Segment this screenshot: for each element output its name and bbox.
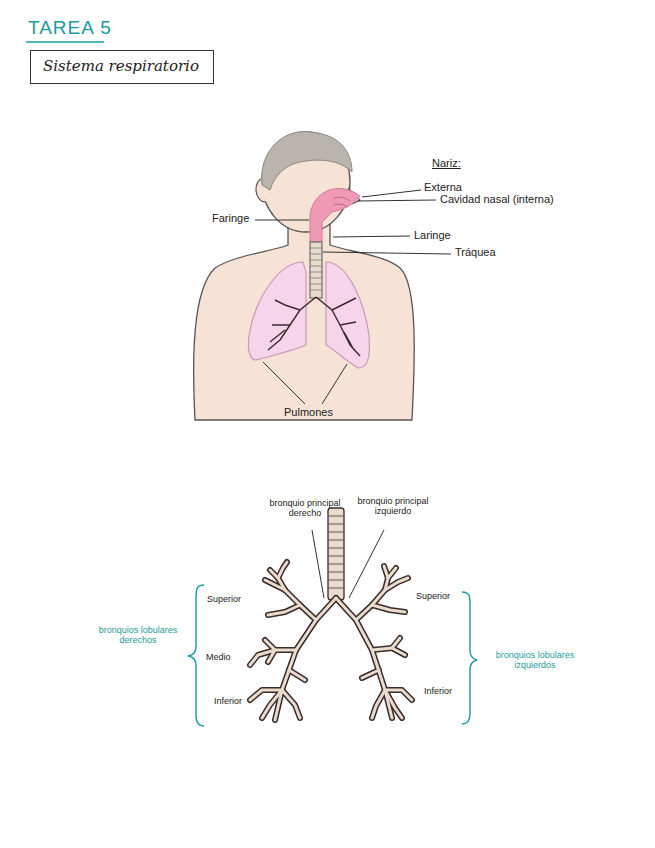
part-label: bronquio principal derecho	[262, 498, 348, 519]
title-box: Sistema respiratorio	[30, 50, 214, 84]
part-label: Tráquea	[455, 246, 496, 259]
part-label: Externa	[424, 181, 462, 194]
part-label: Cavidad nasal (interna)	[440, 193, 554, 206]
lobe-label: Inferior	[214, 696, 242, 706]
worksheet-title: TAREA 5	[28, 17, 112, 39]
lobe-label: Medio	[206, 652, 231, 662]
group-label: bronquios lobulares derechos	[92, 625, 184, 646]
part-label: Pulmones	[284, 406, 333, 419]
box-text: Sistema respiratorio	[43, 57, 201, 75]
lobe-label: Inferior	[424, 686, 452, 696]
group-label: bronquios lobulares izquierdos	[476, 650, 594, 671]
lobe-label: Superior	[207, 594, 241, 604]
part-label: Laringe	[414, 229, 451, 242]
part-label: bronquio principal izquierdo	[350, 496, 436, 517]
lobe-label: Superior	[416, 591, 450, 601]
part-label: Faringe	[212, 212, 249, 225]
section-label: Nariz:	[432, 157, 461, 170]
